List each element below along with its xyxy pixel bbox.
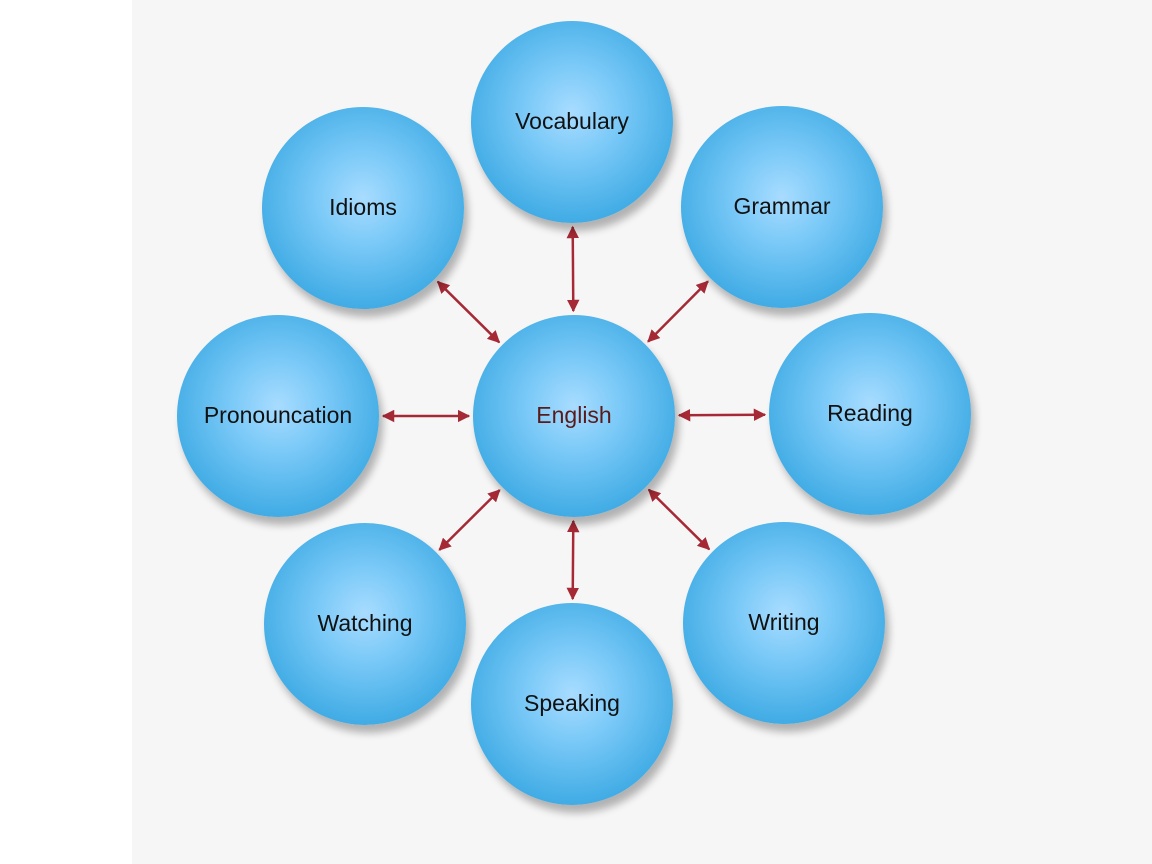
node-vocabulary: Vocabulary xyxy=(471,21,673,223)
connector-arrows xyxy=(381,225,767,601)
node-pronouncation-label: Pronouncation xyxy=(203,402,353,429)
node-vocabulary-label: Vocabulary xyxy=(515,108,629,135)
node-grammar: Grammar xyxy=(681,106,883,308)
arrow-english-grammar xyxy=(647,280,709,343)
node-reading-label: Reading xyxy=(827,400,913,427)
node-pronouncation: Pronouncation xyxy=(177,315,379,517)
node-watching: Watching xyxy=(264,523,466,725)
node-idioms: Idioms xyxy=(262,107,464,309)
arrow-english-watching xyxy=(438,489,501,551)
arrow-english-idioms xyxy=(436,280,501,344)
node-speaking: Speaking xyxy=(471,603,673,805)
node-writing: Writing xyxy=(683,522,885,724)
arrow-english-writing xyxy=(647,488,711,551)
node-watching-label: Watching xyxy=(317,610,413,637)
node-grammar-label: Grammar xyxy=(733,193,831,220)
node-english: English xyxy=(473,315,675,517)
node-reading: Reading xyxy=(769,313,971,515)
node-idioms-label: Idioms xyxy=(329,194,397,221)
node-english-label: English xyxy=(536,402,612,429)
node-speaking-label: Speaking xyxy=(524,690,620,717)
arrow-english-vocabulary xyxy=(566,225,580,313)
arrow-english-reading xyxy=(677,408,767,422)
arrow-english-speaking xyxy=(566,519,580,601)
node-writing-label: Writing xyxy=(748,609,820,636)
